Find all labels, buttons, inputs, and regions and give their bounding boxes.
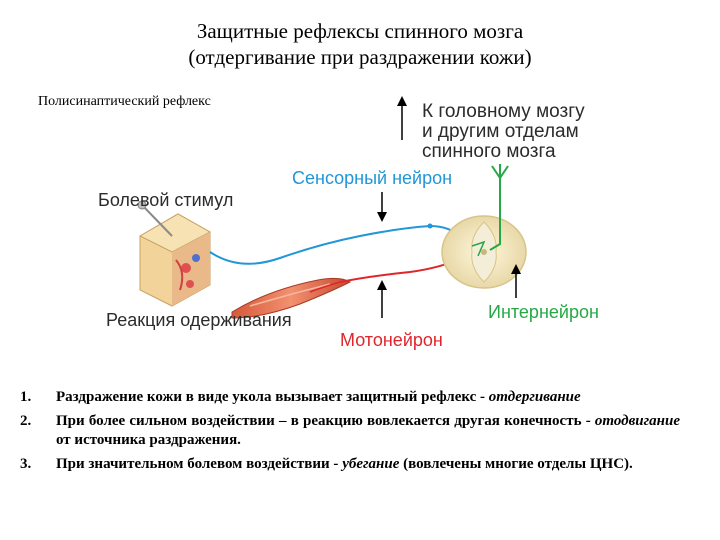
brain-label: К головному мозгу и другим отделам спинн… (422, 101, 585, 162)
reflex-list: 1. Раздражение кожи в виде укола вызывае… (20, 388, 680, 479)
sensory-ganglion (427, 223, 433, 229)
interneuron-label: Интернейрон (488, 302, 599, 322)
slide-title: Защитные рефлексы спинного мозга (отдерг… (0, 18, 720, 70)
list-item: 2. При более сильном воздействии – в реа… (20, 413, 680, 448)
list-item: 1. Раздражение кожи в виде укола вызывае… (20, 389, 581, 405)
brain-direction-arrow (397, 96, 407, 140)
motor-neuron-label: Мотонейрон (340, 330, 443, 350)
pain-stimulus-label: Болевой стимул (98, 190, 234, 210)
list-number: 1. (20, 389, 32, 405)
sensory-neuron-label: Сенсорный нейрон (292, 168, 453, 188)
skin-tissue (138, 213, 212, 307)
interneuron-label-arrow (511, 264, 521, 298)
title-line-2: (отдергивание при раздражении кожи) (188, 45, 532, 69)
sensory-label-arrow (377, 192, 387, 222)
list-number: 2. (20, 413, 32, 429)
list-number: 3. (20, 456, 32, 472)
needle-icon (137, 200, 173, 237)
list-item: 3. При значительном болевом воздействии … (20, 456, 633, 472)
withdrawal-reaction-label: Реакция одерживания (106, 310, 292, 330)
title-line-1: Защитные рефлексы спинного мозга (196, 19, 524, 43)
subtitle: Полисинаптический рефлекс (38, 94, 211, 109)
reflex-diagram (137, 96, 527, 319)
sensory-neuron-fiber (209, 224, 463, 265)
spinal-cord (441, 215, 527, 289)
motor-label-arrow (377, 280, 387, 318)
interneuron (471, 164, 509, 257)
